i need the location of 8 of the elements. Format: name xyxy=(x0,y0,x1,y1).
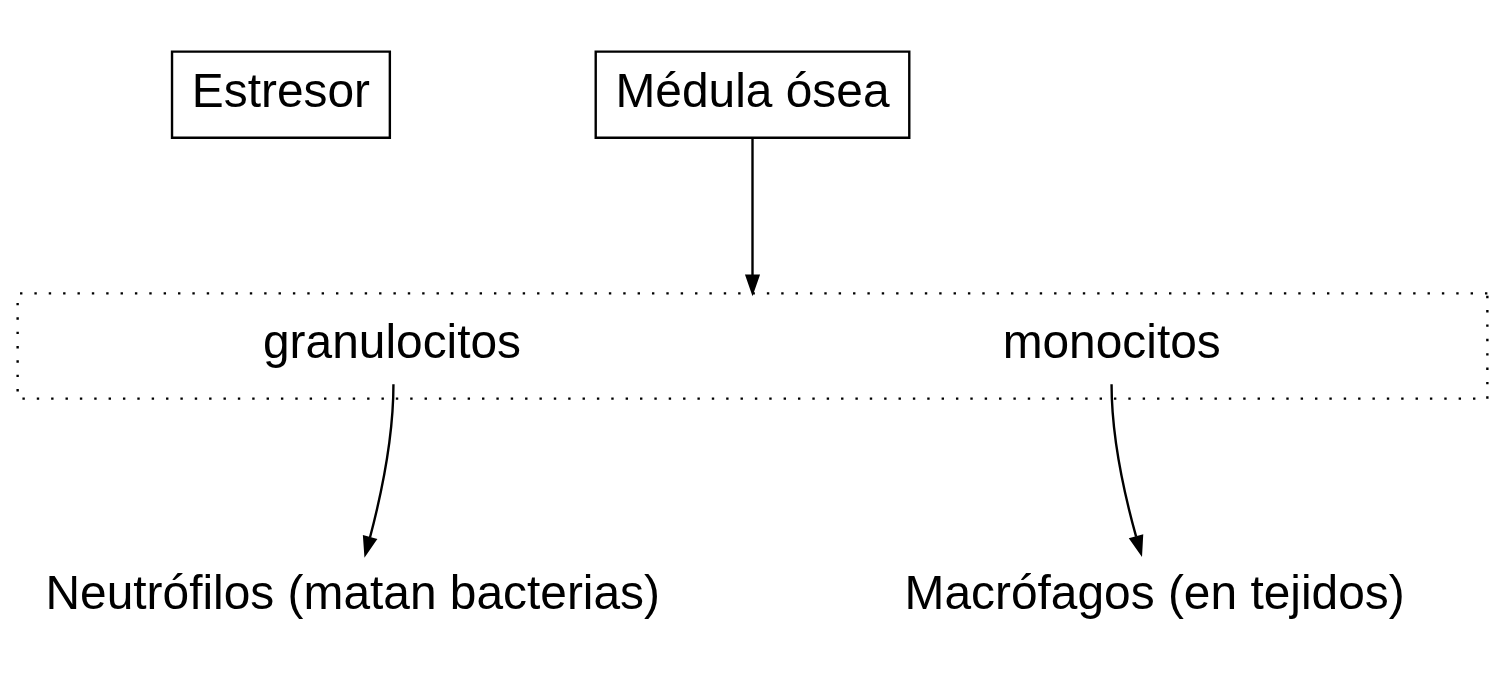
node-text: Macrófagos (en tejidos) xyxy=(904,566,1405,620)
node-box: Médula ósea xyxy=(594,50,911,139)
node-box: granulocitos monocitos xyxy=(16,292,1489,400)
arrow xyxy=(1110,384,1144,557)
node-text: Neutrófilos (matan bacterias) xyxy=(45,566,660,620)
node-box: Estresor xyxy=(170,50,392,139)
arrow xyxy=(744,137,761,297)
arrow xyxy=(362,384,395,558)
